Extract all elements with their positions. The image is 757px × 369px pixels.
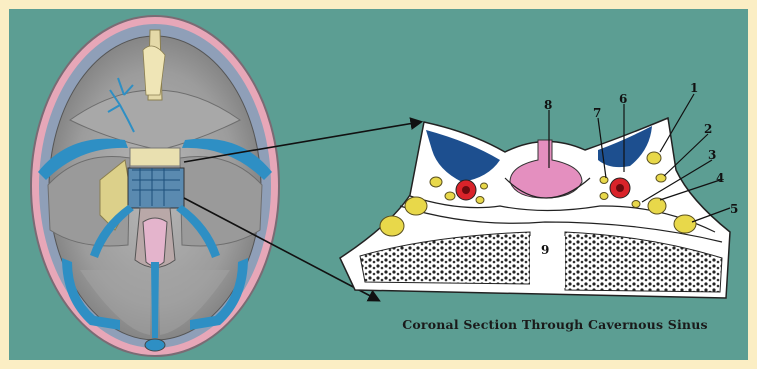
coronal-section bbox=[340, 94, 730, 298]
label-6: 6 bbox=[619, 92, 627, 106]
label-4: 4 bbox=[716, 171, 724, 185]
skull-base-view bbox=[31, 16, 279, 356]
label-1: 1 bbox=[690, 81, 698, 95]
figure-caption: Coronal Section Through Cavernous Sinus bbox=[380, 317, 730, 332]
internal-carotid-artery-right bbox=[610, 178, 630, 198]
occipital-sinus bbox=[151, 262, 159, 338]
cavernous-sinus-region bbox=[128, 168, 184, 208]
clinoid-processes bbox=[130, 148, 180, 166]
label-2: 2 bbox=[704, 122, 712, 136]
label-5: 5 bbox=[730, 202, 738, 216]
label-9: 9 bbox=[541, 243, 549, 257]
label-8: 8 bbox=[544, 98, 552, 112]
internal-carotid-artery-left bbox=[456, 180, 476, 200]
label-7: 7 bbox=[593, 106, 601, 120]
label-3: 3 bbox=[708, 148, 716, 162]
